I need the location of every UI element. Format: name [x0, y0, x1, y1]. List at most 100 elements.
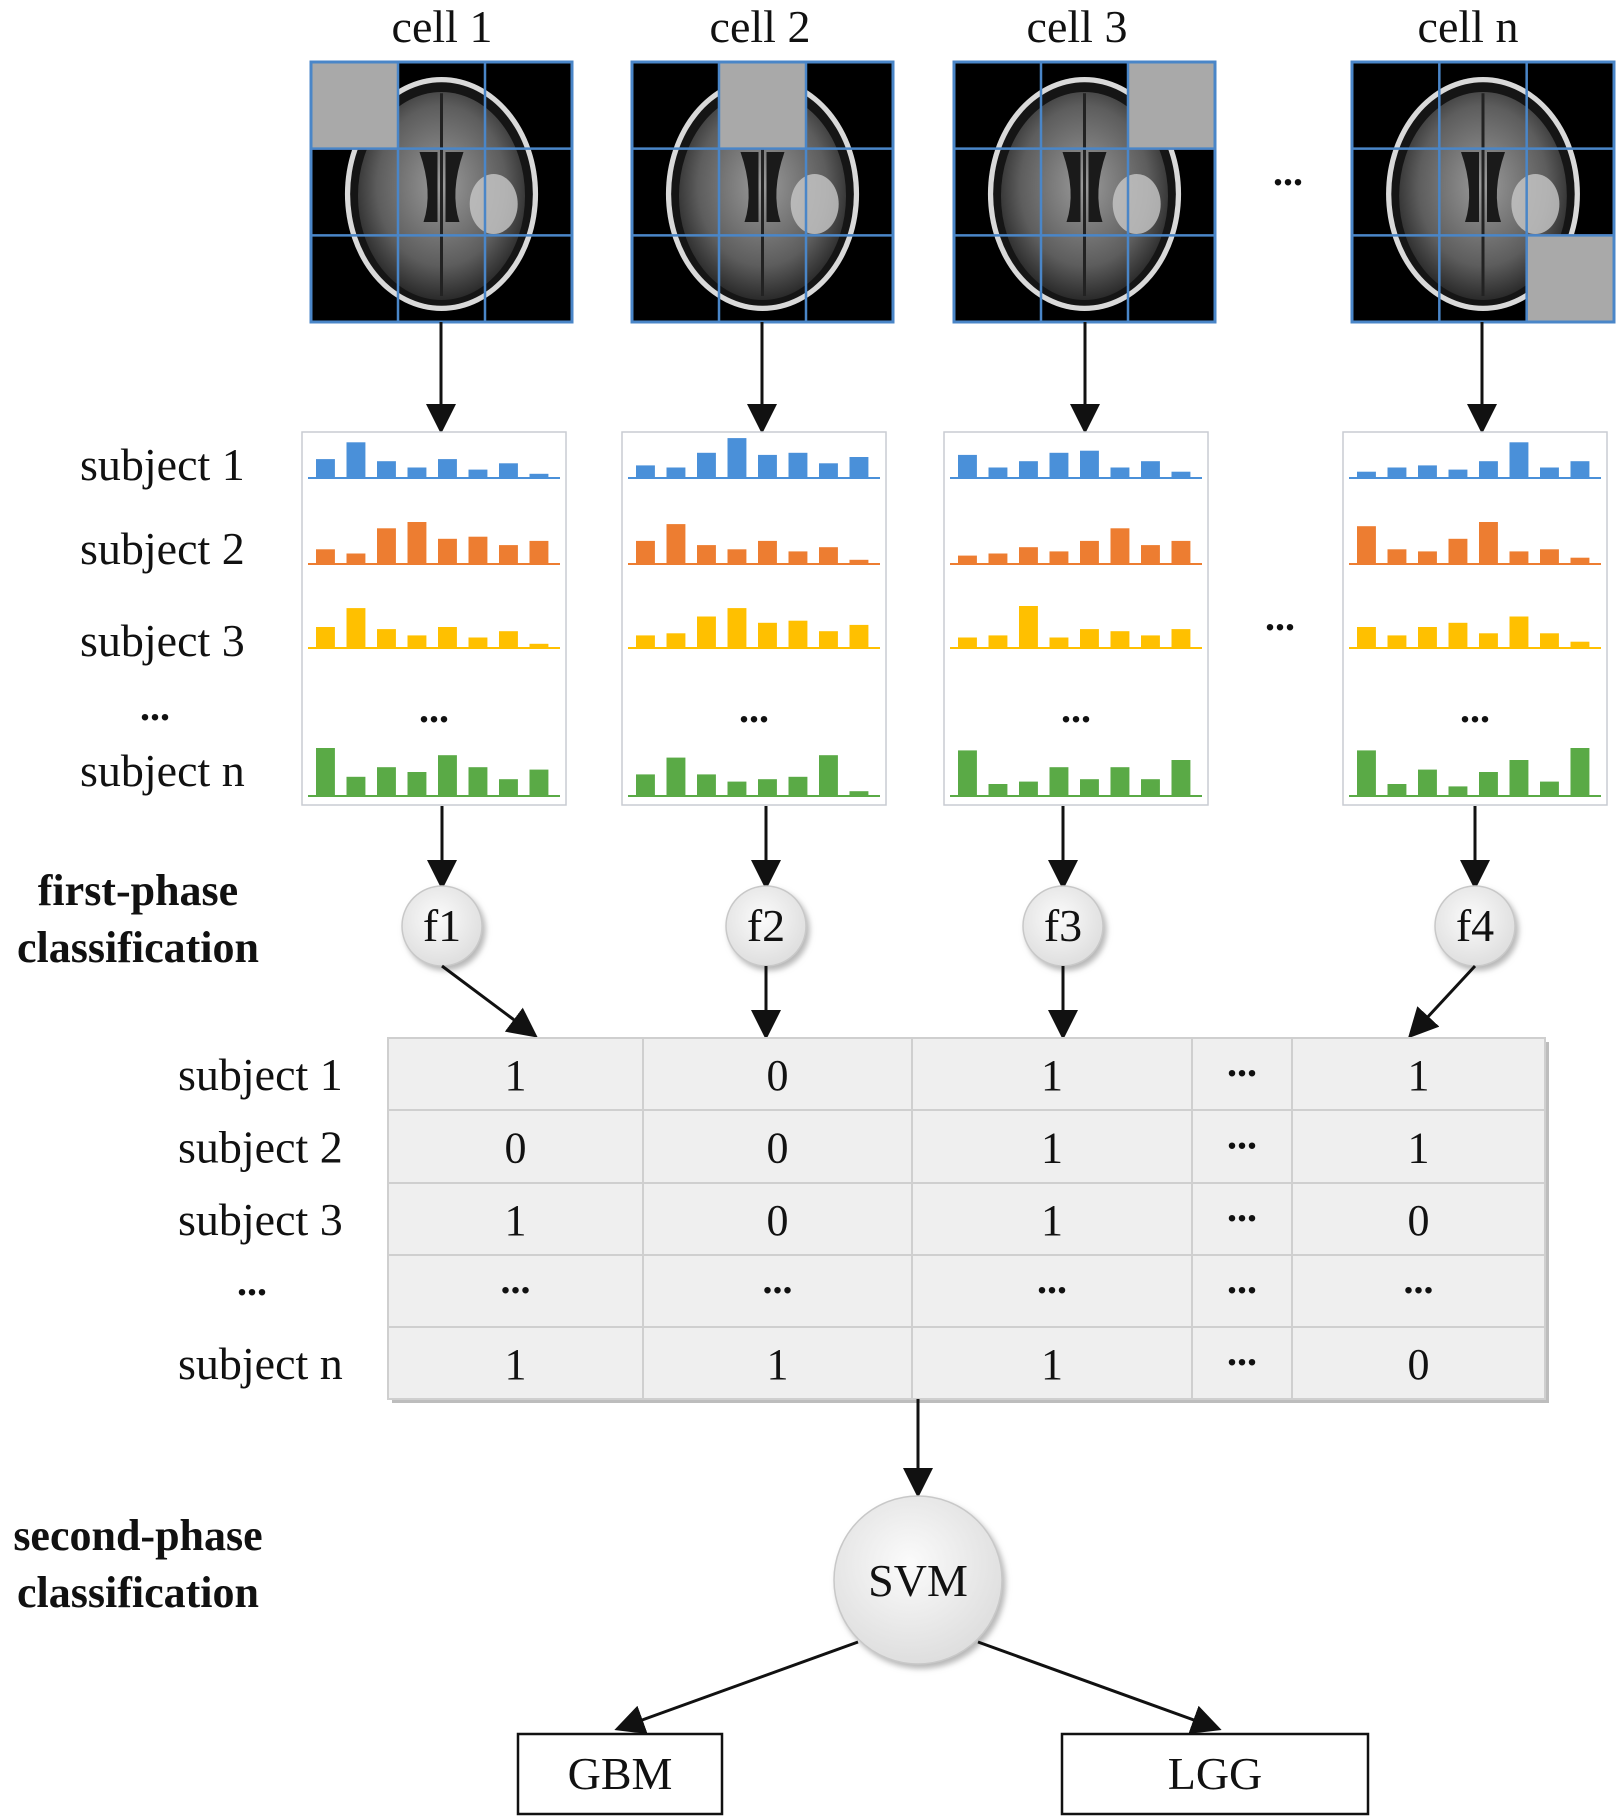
histogram-bar [1049, 767, 1069, 796]
histogram-bar [1509, 616, 1529, 648]
classifier-f3: f3 [1022, 885, 1104, 967]
histogram-bar [988, 467, 1008, 478]
table-cell-value: 0 [1408, 1340, 1430, 1389]
histogram-bar [758, 540, 777, 564]
histogram-bar [849, 457, 869, 478]
table-cell-value: 0 [767, 1196, 789, 1245]
cell-title-3: cell 3 [1027, 1, 1128, 52]
histogram-bar [666, 467, 686, 478]
histogram-bar [1387, 784, 1407, 796]
table-cell-value: 0 [505, 1124, 527, 1173]
output-lgg: LGG [1060, 1732, 1370, 1816]
histogram-bar [727, 781, 747, 796]
histogram-bar [1019, 606, 1038, 648]
table-cell-value: ... [1227, 1040, 1257, 1085]
histogram-bar [529, 769, 549, 796]
histogram-bar [819, 755, 838, 796]
histogram-bar [1110, 528, 1130, 564]
histogram-bar [1570, 461, 1590, 478]
lesion [790, 174, 839, 234]
left-ventricle [740, 152, 759, 222]
histogram-bar [1019, 547, 1038, 564]
histogram-frame [1342, 431, 1608, 806]
histogram-bar [988, 784, 1008, 796]
histogram-bar [1171, 760, 1191, 796]
histogram-bar [1357, 750, 1376, 796]
right-ventricle [1487, 152, 1505, 222]
histogram-bar [1141, 545, 1160, 564]
left-ventricle [1062, 152, 1081, 222]
mri-panel-1 [309, 60, 574, 324]
histogram-frame [621, 431, 887, 806]
histogram-bar [697, 545, 716, 564]
histogram-bar [1509, 442, 1529, 478]
table-cell-value: 1 [505, 1196, 527, 1245]
histogram-frame [943, 431, 1209, 806]
histogram-bar [1540, 781, 1559, 796]
left-ventricle [1461, 152, 1479, 222]
histogram-bar [758, 779, 777, 796]
histogram-bar [1418, 769, 1437, 796]
table-cell-value: 1 [767, 1340, 789, 1389]
lesion [1511, 174, 1560, 234]
histogram-ellipsis: ... [739, 686, 769, 731]
histogram-bar [1171, 471, 1191, 478]
histogram-bar [849, 624, 869, 648]
table-cell-value: 1 [1041, 1196, 1063, 1245]
histogram-bar [1418, 551, 1437, 564]
histogram-bar [1540, 549, 1559, 564]
output-gbm: GBM [516, 1732, 724, 1816]
output-gbm-label: GBM [568, 1748, 673, 1799]
histogram-bar [1049, 551, 1069, 564]
histogram-bar [529, 643, 549, 648]
histogram-ellipsis: ... [419, 686, 449, 731]
histogram-bar [1080, 779, 1099, 796]
histogram-bar [727, 549, 747, 564]
histogram-bar [1110, 631, 1130, 648]
histogram-bar [468, 767, 488, 796]
table-cell-value: ... [1404, 1257, 1434, 1302]
histogram-bar [407, 635, 427, 648]
table-cell-value: ... [1227, 1257, 1257, 1302]
histogram-bar [316, 627, 335, 648]
first-phase-label-line1: first-phase [38, 866, 238, 915]
histogram-bar [988, 553, 1008, 564]
histogram-bar [1110, 767, 1130, 796]
histogram-bar [819, 547, 838, 564]
histogram-bar [438, 755, 457, 796]
table-cell-value: 1 [1041, 1051, 1063, 1100]
table-cell-value: ... [763, 1257, 793, 1302]
histogram-bar [958, 637, 977, 648]
histogram-bar [1540, 633, 1559, 648]
table-cell-value: 0 [767, 1124, 789, 1173]
right-ventricle [1088, 152, 1107, 222]
histogram-bar [697, 452, 716, 478]
table-row-label: subject n [178, 1338, 343, 1389]
classifier-f2: f2 [725, 885, 807, 967]
histogram-bar [1357, 526, 1376, 564]
histogram-bar [636, 540, 655, 564]
table-cell-value: 1 [505, 1051, 527, 1100]
histogram-bar [1570, 748, 1590, 796]
histogram-bar [529, 540, 549, 564]
histogram-bar [1448, 469, 1468, 478]
arrow-f4-to-table [1407, 964, 1477, 1039]
histogram-bar [849, 791, 869, 796]
histogram-bar [1479, 461, 1498, 478]
histogram-bar [438, 627, 457, 648]
histogram-ellipsis: ... [1460, 686, 1490, 731]
histogram-bar [1387, 549, 1407, 564]
table-cell-value: 0 [1408, 1196, 1430, 1245]
table-row-label: subject 1 [178, 1049, 343, 1100]
table-cell-value: ... [1227, 1113, 1257, 1158]
table-cell-value: 1 [1041, 1340, 1063, 1389]
table-cell-value: ... [501, 1257, 531, 1302]
lesion [1112, 174, 1161, 234]
histogram-bar [636, 465, 655, 478]
histogram-bar [1019, 461, 1038, 478]
histogram-bar [636, 774, 655, 796]
histogram-bar [1141, 635, 1160, 648]
histogram-bar [1141, 779, 1160, 796]
classifier-f4-label: f4 [1456, 900, 1494, 951]
